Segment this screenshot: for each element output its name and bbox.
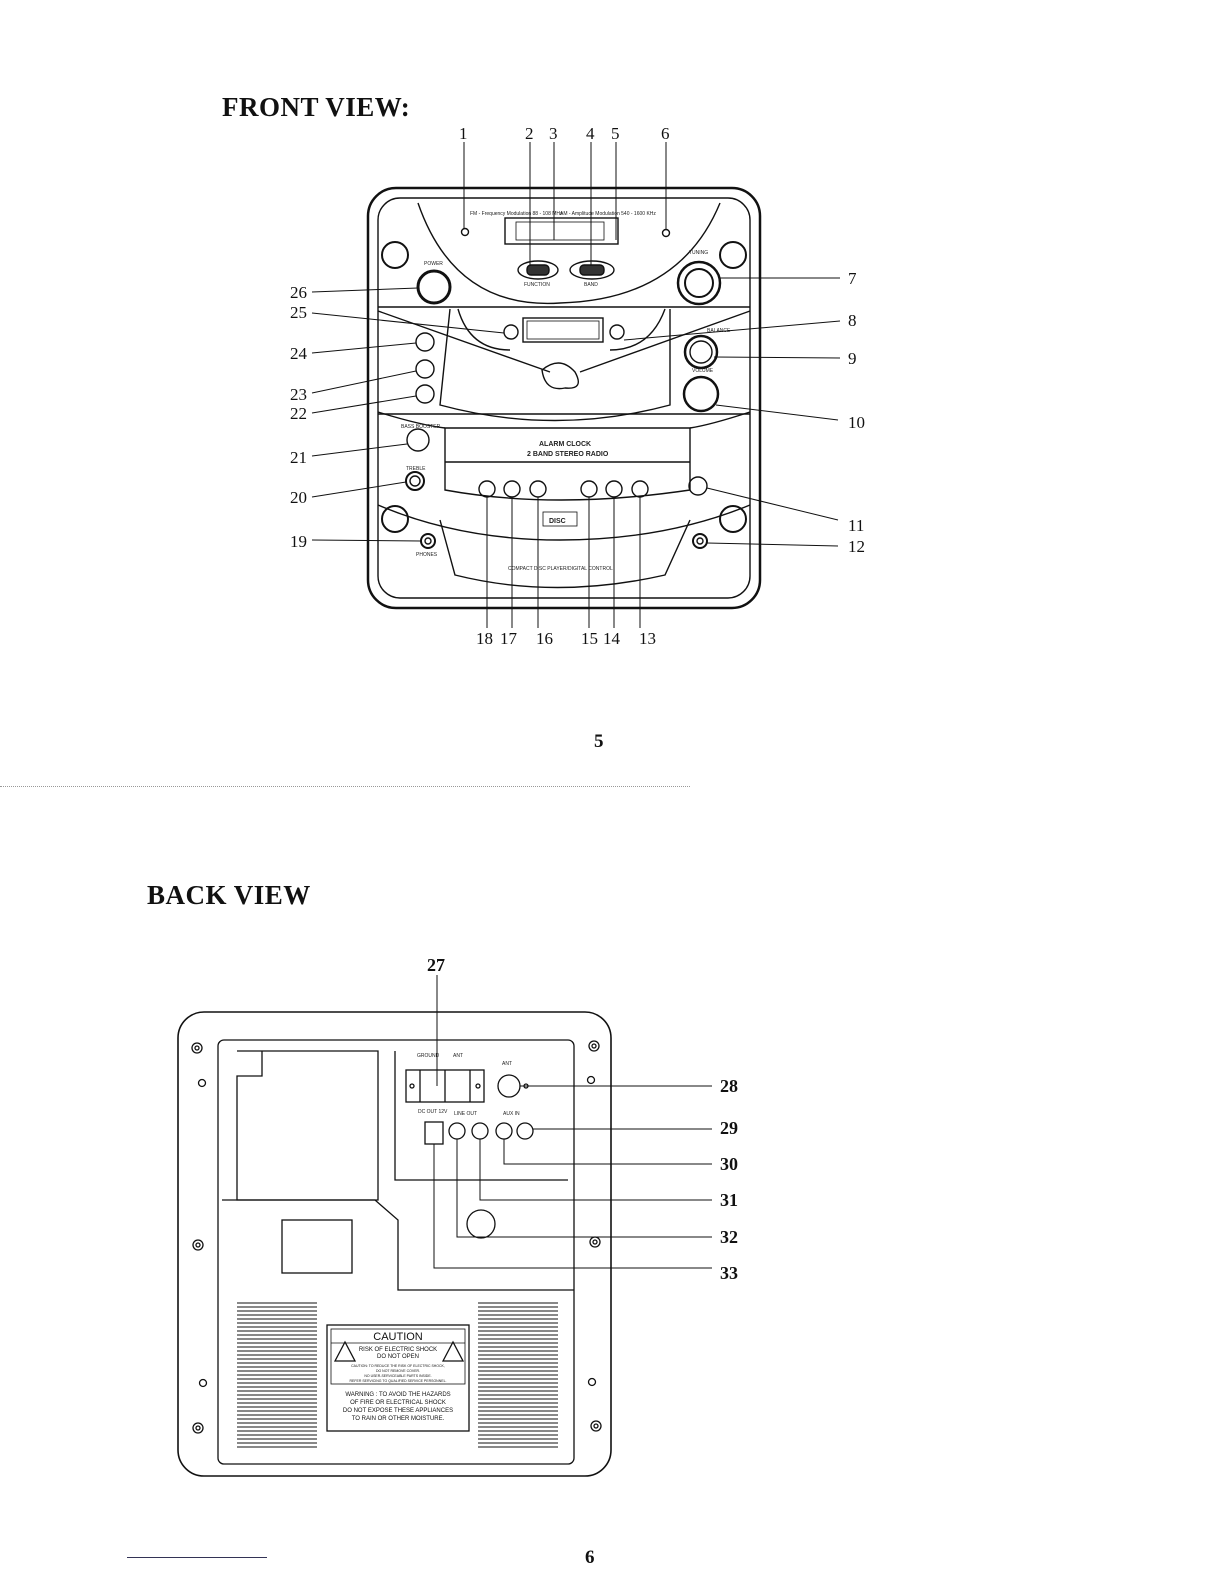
radio-label: 2 BAND STEREO RADIO	[527, 451, 609, 458]
ant-small-label: ANT	[453, 1053, 463, 1059]
caution-body-1: DO NOT REMOVE COVER.	[376, 1369, 420, 1373]
callout-9: 9	[848, 349, 857, 368]
front-device-labels: FM - Frequency Modulation 88 - 108 MHz A…	[401, 211, 731, 572]
callout-12: 12	[848, 537, 865, 556]
callout-5: 5	[611, 124, 620, 143]
back-panel-labels: GROUND ANT ANT LINE OUT AUX IN DC OUT 12…	[343, 1053, 520, 1422]
treble-label: TREBLE	[406, 466, 426, 472]
ground-label: GROUND	[417, 1053, 440, 1059]
balance-label: BALANCE	[707, 328, 731, 334]
callout-23: 23	[290, 385, 307, 404]
page-number-6: 6	[585, 1547, 595, 1568]
callout-27: 27	[427, 955, 445, 975]
warning-2: DO NOT EXPOSE THESE APPLIANCES	[343, 1408, 453, 1414]
function-label: FUNCTION	[524, 282, 550, 288]
warning-3: TO RAIN OR OTHER MOISTURE.	[352, 1416, 445, 1422]
callout-13: 13	[639, 629, 656, 648]
back-leader-lines	[433, 975, 712, 1269]
warning-0: WARNING : TO AVOID THE HAZARDS	[345, 1392, 450, 1398]
callout-17: 17	[500, 629, 518, 648]
callout-7: 7	[848, 269, 857, 288]
phones-label: PHONES	[416, 552, 438, 558]
callout-33: 33	[720, 1263, 738, 1283]
callout-31: 31	[720, 1190, 738, 1210]
power-label: POWER	[424, 261, 443, 267]
callout-20: 20	[290, 488, 307, 507]
callout-18: 18	[476, 629, 493, 648]
callout-14: 14	[603, 629, 621, 648]
dc-out-label: DC OUT 12V	[418, 1109, 448, 1115]
callout-6: 6	[661, 124, 670, 143]
callout-11: 11	[848, 516, 864, 535]
freq-am-label: AM - Amplitude Modulation 540 - 1600 KHz	[560, 211, 656, 217]
line-out-label: LINE OUT	[454, 1111, 477, 1117]
caution-body-2: NO USER-SERVICEABLE PARTS INSIDE.	[364, 1374, 431, 1378]
front-view-heading: FRONT VIEW:	[222, 92, 411, 122]
compact-disc-label: COMPACT DISC PLAYER/DIGITAL CONTROL	[508, 566, 613, 572]
back-callouts: 27 28 29 30 31 32 33	[427, 955, 738, 1283]
callout-21: 21	[290, 448, 307, 467]
front-callouts-bottom: 18 17 16 15 14 13	[476, 629, 656, 648]
band-label: BAND	[584, 282, 598, 288]
callout-15: 15	[581, 629, 598, 648]
front-callouts-right: 7 8 9 10 11 12	[848, 269, 865, 556]
caution-line1: RISK OF ELECTRIC SHOCK	[359, 1347, 437, 1353]
callout-25: 25	[290, 303, 307, 322]
alarm-clock-label: ALARM CLOCK	[539, 441, 591, 448]
caution-line2: DO NOT OPEN	[377, 1354, 419, 1360]
caution-body-0: CAUTION: TO REDUCE THE RISK OF ELECTRIC …	[351, 1364, 445, 1368]
front-device-diagram	[366, 186, 762, 610]
callout-29: 29	[720, 1118, 738, 1138]
disc-logo: DISC	[549, 518, 566, 525]
callout-26: 26	[290, 283, 307, 302]
page-divider	[0, 786, 690, 787]
front-callouts-top: 1 2 3 4 5 6	[459, 124, 670, 143]
callout-1: 1	[459, 124, 468, 143]
front-callouts-left: 26 25 24 23 22 21 20 19	[290, 283, 308, 551]
aux-in-label: AUX IN	[503, 1111, 520, 1117]
volume-label: VOLUME	[692, 368, 714, 374]
callout-16: 16	[536, 629, 553, 648]
bass-booster-label: BASS BOOSTER	[401, 424, 441, 430]
ant-label: ANT	[502, 1061, 512, 1067]
caution-body-3: REFER SERVICING TO QUALIFIED SERVICE PER…	[350, 1379, 447, 1383]
callout-19: 19	[290, 532, 307, 551]
freq-fm-label: FM - Frequency Modulation 88 - 108 MHz	[470, 211, 563, 217]
front-leader-lines	[311, 142, 841, 628]
callout-30: 30	[720, 1154, 738, 1174]
tuning-label: TUNING	[689, 250, 708, 256]
page-number-5: 5	[594, 731, 604, 752]
caution-title: CAUTION	[373, 1331, 423, 1343]
callout-3: 3	[549, 124, 558, 143]
callout-32: 32	[720, 1227, 738, 1247]
warning-1: OF FIRE OR ELECTRICAL SHOCK	[350, 1400, 446, 1406]
callout-10: 10	[848, 413, 865, 432]
back-panel-diagram	[177, 1011, 612, 1477]
callout-28: 28	[720, 1076, 738, 1096]
callout-4: 4	[586, 124, 595, 143]
callout-24: 24	[290, 344, 308, 363]
callout-22: 22	[290, 404, 307, 423]
callout-8: 8	[848, 311, 857, 330]
back-view-heading: BACK VIEW	[147, 880, 311, 910]
page-bottom-rule	[127, 1557, 267, 1558]
callout-2: 2	[525, 124, 534, 143]
